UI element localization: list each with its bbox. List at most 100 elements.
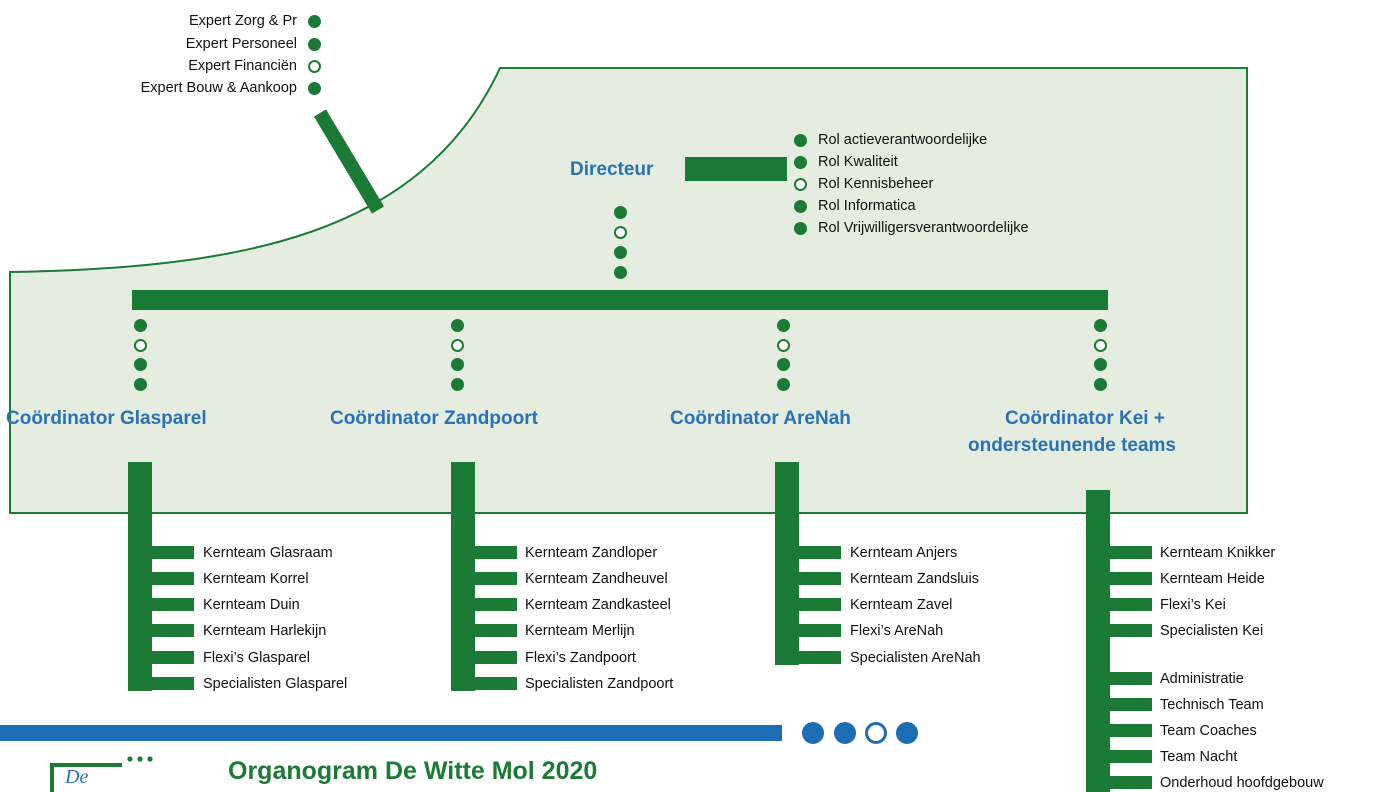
expert-dot-filled: [308, 15, 321, 28]
expert-connector: [313, 109, 385, 214]
tree-branch: [150, 546, 194, 559]
connector-dot-filled: [451, 378, 464, 391]
tree-branch: [797, 572, 841, 585]
directeur-label: Directeur: [570, 159, 654, 180]
team-label: Kernteam Merlijn: [525, 623, 635, 639]
connector-dot-filled: [614, 206, 627, 219]
coordinator-label-line1: Coördinator Kei +: [1005, 408, 1165, 429]
role-label: Rol Kwaliteit: [818, 154, 898, 170]
tree-branch: [1108, 546, 1152, 559]
connector-dot-filled: [1094, 378, 1107, 391]
tree-branch: [150, 624, 194, 637]
support-team-label: Administratie: [1160, 671, 1244, 687]
tree-branch: [473, 572, 517, 585]
support-team-label: Onderhoud hoofdgebouw: [1160, 775, 1324, 791]
tree-branch: [150, 651, 194, 664]
footer-dot-filled: [834, 722, 856, 744]
role-label: Rol actieverantwoordelijke: [818, 132, 988, 148]
support-team-label: Team Coaches: [1160, 723, 1257, 739]
page-title: Organogram De Witte Mol 2020: [228, 757, 598, 785]
role-dot-hollow: [794, 178, 807, 191]
connector-dot-filled: [777, 358, 790, 371]
tree-branch: [797, 651, 841, 664]
expert-dot-hollow: [308, 60, 321, 73]
connector-dot-filled: [777, 378, 790, 391]
connector-dot-hollow: [1094, 339, 1107, 352]
tree-branch: [797, 624, 841, 637]
tree-branch: [150, 598, 194, 611]
tree-branch: [473, 677, 517, 690]
tree-trunk: [1086, 490, 1110, 792]
role-label: Rol Informatica: [818, 198, 916, 214]
expert-label: Expert Bouw & Aankoop: [140, 80, 297, 96]
connector-dot-filled: [1094, 319, 1107, 332]
logo-text: De: [65, 766, 89, 788]
team-label: Kernteam Korrel: [203, 571, 309, 587]
main-horizontal-bar: [132, 290, 1108, 310]
role-dot-filled: [794, 156, 807, 169]
team-label: Kernteam Heide: [1160, 571, 1265, 587]
team-label: Specialisten AreNah: [850, 650, 981, 666]
expert-dot-filled: [308, 82, 321, 95]
tree-trunk: [775, 462, 799, 665]
role-label: Rol Vrijwilligersverantwoordelijke: [818, 220, 1029, 236]
team-label: Specialisten Zandpoort: [525, 676, 674, 692]
support-team-label: Team Nacht: [1160, 749, 1238, 765]
tree-branch: [797, 546, 841, 559]
tree-branch: [473, 546, 517, 559]
team-label: Kernteam Harlekijn: [203, 623, 327, 639]
team-label: Flexi’s AreNah: [850, 623, 944, 639]
expert-label: Expert Financiën: [188, 58, 297, 74]
tree-branch: [1108, 750, 1152, 763]
tree-branch: [1108, 698, 1152, 711]
connector-dot-hollow: [451, 339, 464, 352]
tree-branch: [1108, 598, 1152, 611]
coordinator-label: Coördinator AreNah: [670, 408, 851, 429]
connector-dot-filled: [777, 319, 790, 332]
team-label: Kernteam Anjers: [850, 545, 958, 561]
coordinator-label-line2: ondersteunende teams: [968, 435, 1176, 456]
connector-dot-filled: [614, 266, 627, 279]
tree-branch: [150, 677, 194, 690]
team-label: Kernteam Zandheuvel: [525, 571, 668, 587]
team-label: Kernteam Zandkasteel: [525, 597, 671, 613]
tree-branch: [1108, 724, 1152, 737]
team-label: Flexi’s Glasparel: [203, 650, 310, 666]
team-label: Specialisten Glasparel: [203, 676, 348, 692]
role-dot-filled: [794, 134, 807, 147]
team-label: Kernteam Zavel: [850, 597, 953, 613]
team-label: Kernteam Glasraam: [203, 545, 333, 561]
connector-dot-filled: [134, 358, 147, 371]
role-dot-filled: [794, 200, 807, 213]
connector-dot-filled: [134, 319, 147, 332]
team-label: Specialisten Kei: [1160, 623, 1264, 639]
connector-dot-filled: [1094, 358, 1107, 371]
connector-dot-filled: [134, 378, 147, 391]
footer-dot-filled: [802, 722, 824, 744]
directeur-bar: [685, 157, 787, 181]
footer-dot-filled: [896, 722, 918, 744]
tree-branch: [473, 624, 517, 637]
connector-dot-hollow: [777, 339, 790, 352]
connector-dot-filled: [614, 246, 627, 259]
expert-label: Expert Personeel: [185, 36, 297, 52]
coordinator-label: Coördinator Zandpoort: [330, 408, 538, 429]
team-label: Flexi’s Kei: [1160, 597, 1226, 613]
tree-branch: [1108, 624, 1152, 637]
logo-mark: [50, 756, 153, 792]
team-label: Kernteam Knikker: [1160, 545, 1276, 561]
team-label: Kernteam Zandsluis: [850, 571, 979, 587]
team-label: Kernteam Duin: [203, 597, 300, 613]
connector-dot-hollow: [614, 226, 627, 239]
coordinator-label: Coördinator Glasparel: [6, 408, 207, 429]
team-label: Kernteam Zandloper: [525, 545, 658, 561]
expert-label: Expert Zorg & Pr: [189, 13, 297, 29]
footer-dot-hollow: [865, 722, 887, 744]
expert-dot-filled: [308, 38, 321, 51]
connector-dot-filled: [451, 358, 464, 371]
tree-branch: [1108, 776, 1152, 789]
tree-trunk: [451, 462, 475, 691]
support-team-label: Technisch Team: [1160, 697, 1264, 713]
role-dot-filled: [794, 222, 807, 235]
connector-dot-filled: [451, 319, 464, 332]
